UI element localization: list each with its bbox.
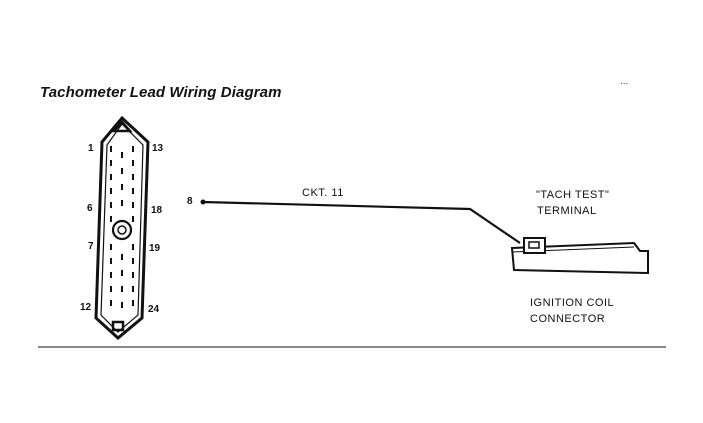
pin-label-24: 24	[148, 304, 160, 315]
coil-connector-label-line2: CONNECTOR	[530, 313, 606, 325]
wire-path	[202, 200, 521, 244]
wire-pin-label: 8	[187, 196, 193, 207]
pin-label-18: 18	[151, 205, 163, 216]
pin-label-6: 6	[87, 203, 93, 214]
ignition-coil-connector	[510, 237, 649, 275]
pin-cavities-right	[132, 146, 134, 306]
connector-bottom-key	[111, 320, 125, 332]
connector-center-key	[111, 219, 133, 241]
circuit-label: CKT. 11	[302, 187, 344, 199]
coil-connector-label-line1: IGNITION COIL	[530, 297, 615, 309]
connector-top-key	[111, 120, 133, 133]
ckt-11-wire	[200, 199, 521, 244]
pin-cavities-middle	[121, 152, 123, 308]
pin-label-12: 12	[80, 302, 92, 313]
pin-label-19: 19	[149, 243, 161, 254]
ecm-connector	[94, 115, 150, 340]
pin-cavities-left	[110, 146, 112, 306]
tach-test-label-line1: "TACH TEST"	[536, 189, 610, 201]
pin-label-1: 1	[88, 143, 94, 154]
tach-test-label-line2: TERMINAL	[537, 205, 597, 217]
pin-label-13: 13	[152, 143, 164, 154]
corner-mark: ...	[620, 76, 629, 87]
pin-label-7: 7	[88, 241, 94, 252]
connector-inner-shell	[100, 123, 144, 333]
diagram-title: Tachometer Lead Wiring Diagram	[40, 84, 282, 101]
tach-test-terminal	[523, 237, 546, 254]
